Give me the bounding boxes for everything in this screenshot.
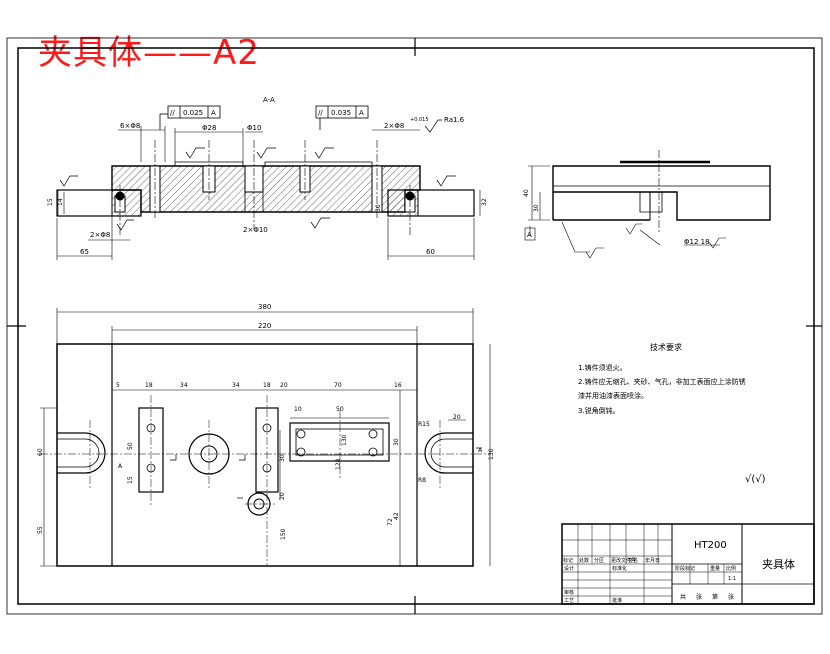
plan-top-7: 70 xyxy=(334,382,342,389)
dim-d10: Φ10 xyxy=(247,124,261,132)
plan-mid-v3: 130 xyxy=(341,434,348,446)
dim-h15: 15 xyxy=(47,198,54,206)
tb-row2-2: 标准化 xyxy=(612,565,627,572)
tol-left-value: 0.025 xyxy=(183,109,203,117)
tb-material: HT200 xyxy=(694,540,727,551)
plan-mid-v1: 50 xyxy=(127,442,134,450)
plan-inner: 220 xyxy=(258,322,271,330)
plan-top-5: 18 xyxy=(263,382,271,389)
plan-slot-4: R8 xyxy=(418,477,426,484)
tech-req-4: 3.锐角倒钝。 xyxy=(578,406,620,415)
plan-slot-2: 30 xyxy=(279,454,286,462)
plan-left-v1: 60 xyxy=(37,448,44,456)
tol-left-symbol: // xyxy=(170,109,175,117)
plan-arrows xyxy=(170,447,482,499)
dim-h32: 32 xyxy=(481,198,488,206)
sheet-title: 夹具体——A2 xyxy=(38,33,260,73)
plan-slot-3: 128 xyxy=(335,458,342,470)
inner-border xyxy=(17,47,815,605)
tb-cell-4: 更改文件号 xyxy=(611,557,636,564)
dim-h14: 14 xyxy=(57,198,64,206)
plan-d20: 20 xyxy=(453,414,461,421)
dim-2-holes-right: 2×Φ8 xyxy=(384,122,404,130)
plan-d10: 10 xyxy=(294,406,302,413)
tol-right-datum: A xyxy=(359,109,364,117)
plan-right-v2: 20 xyxy=(279,492,286,500)
tb-row2-1: 设计 xyxy=(564,565,574,572)
plan-slot-5: 72 xyxy=(387,518,394,526)
side-hole: Φ12 18 xyxy=(684,238,710,246)
centering-marks xyxy=(7,38,822,614)
plan-top-4: 34 xyxy=(232,382,240,389)
tb-cell-1: 标记 xyxy=(563,557,573,564)
tb-row3-1: 审核 xyxy=(564,589,574,596)
plan-top-2: 18 xyxy=(145,382,153,389)
plan-right-v3: 130 xyxy=(488,448,495,460)
title-block xyxy=(561,523,815,605)
section-view: A-A xyxy=(56,96,481,260)
plan-section-a1: A xyxy=(118,463,123,470)
tb-sheet-1: 共 xyxy=(680,593,686,601)
dim-6-holes: 6×Φ8 xyxy=(120,122,140,130)
tech-req-title: 技术要求 xyxy=(650,342,682,352)
tb-cell-2: 处数 xyxy=(579,557,589,564)
dim-w65: 65 xyxy=(80,248,89,256)
tb-stage-3: 比例 xyxy=(726,565,736,572)
tb-cell-5: 签名 xyxy=(628,557,638,564)
tb-part-name: 夹具体 xyxy=(762,557,795,571)
plan-right-v1: 30 xyxy=(393,438,400,446)
tb-sheet-2: 张 xyxy=(696,593,702,601)
roughness-other: √(√) xyxy=(745,474,766,485)
roughness-top: Ra1.6 xyxy=(444,116,465,124)
side-h30: 30 xyxy=(533,204,540,212)
tb-cell-6: 年月日 xyxy=(645,557,660,564)
tb-cell-3: 分区 xyxy=(594,557,604,564)
tol-left-datum: A xyxy=(211,109,216,117)
tb-stage-2: 重量 xyxy=(710,565,720,572)
tol-right-value: 0.035 xyxy=(331,109,351,117)
dim-w60: 60 xyxy=(426,248,435,256)
tech-req-2: 2.铸件应无缩孔、夹砂、气孔，非加工表面应上涂防锈 xyxy=(578,377,746,386)
plan-view xyxy=(40,308,491,567)
technical-requirements: 技术要求 1.铸件须退火。 2.铸件应无缩孔、夹砂、气孔，非加工表面应上涂防锈 … xyxy=(578,342,766,485)
plan-r15: R15 xyxy=(418,421,430,428)
dim-tol: +0.015 xyxy=(410,117,429,123)
tol-right-symbol: // xyxy=(318,109,323,117)
tb-stage-1: 阶段标记 xyxy=(675,565,695,572)
plan-right-v4: 42 xyxy=(393,512,400,520)
dim-2-holes-left: 2×Φ8 xyxy=(90,231,110,239)
tech-req-3: 漆并用油漆表面喷涂。 xyxy=(578,391,648,400)
tb-sheet-3: 第 xyxy=(712,593,718,601)
roughness-symbols xyxy=(59,119,456,231)
tb-row3-3: 批准 xyxy=(612,597,622,604)
dim-h30: 30 xyxy=(375,204,382,212)
plan-section-a2: A xyxy=(478,447,483,454)
side-datum: A xyxy=(527,231,532,239)
plan-top-1: 5 xyxy=(116,382,120,389)
plan-top-8: 16 xyxy=(394,382,402,389)
tb-row3-2: 工艺 xyxy=(564,598,574,604)
plan-mid-v2: 15 xyxy=(127,476,134,484)
plan-top-3: 34 xyxy=(180,382,188,389)
plan-top-6: 20 xyxy=(280,382,288,389)
tb-scale: 1:1 xyxy=(728,576,736,582)
plan-left-v2: 55 xyxy=(37,526,44,534)
dim-bottom-holes: 2×Φ10 xyxy=(243,226,268,234)
plan-d50: 50 xyxy=(336,406,344,413)
plan-slot-1: 150 xyxy=(280,528,287,540)
tech-req-1: 1.铸件须退火。 xyxy=(578,363,627,372)
tb-sheet-4: 张 xyxy=(728,593,734,601)
plan-overall: 380 xyxy=(258,303,271,311)
dim-d28: Φ28 xyxy=(202,124,216,132)
side-view xyxy=(524,150,771,259)
section-label: A-A xyxy=(263,96,275,104)
side-h40: 40 xyxy=(523,189,530,197)
